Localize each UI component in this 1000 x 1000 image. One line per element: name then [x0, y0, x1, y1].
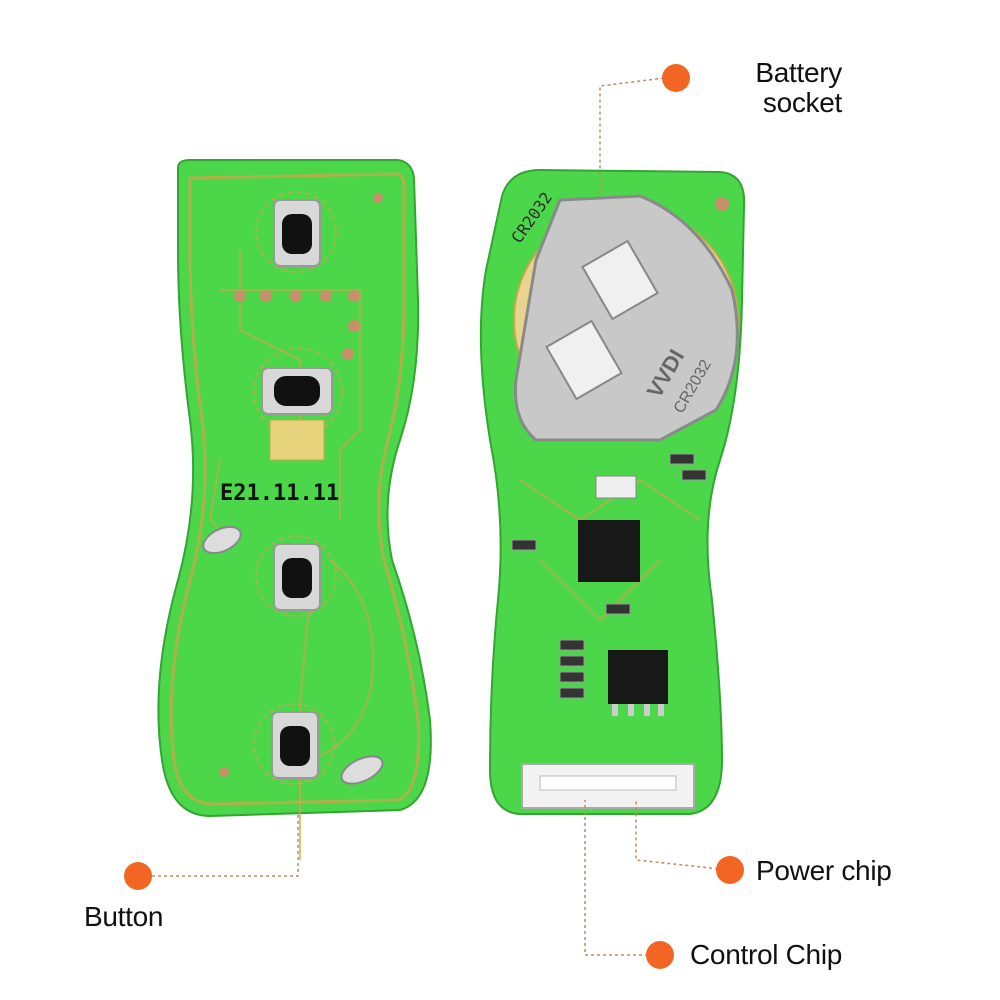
- smd-resistors: [511, 453, 707, 699]
- tactile-button-4: [271, 711, 319, 779]
- leader-lines: [152, 77, 731, 956]
- tactile-button-2: [261, 367, 333, 415]
- front-pcb-board: [157, 159, 432, 860]
- battery-socket-label-line1: Battery: [755, 57, 842, 88]
- battery-socket: VVDI CR2032: [513, 194, 739, 442]
- callout-dot-battery: [662, 64, 690, 92]
- crystal-component: [595, 475, 637, 499]
- control-chip-label: Control Chip: [690, 939, 843, 970]
- power-chip-label: Power chip: [756, 855, 892, 886]
- control-chip: [578, 520, 640, 582]
- tactile-button-3: [273, 543, 321, 611]
- contact-pad-grid: [269, 419, 325, 461]
- tactile-button-1: [273, 199, 321, 267]
- callout-dot-button: [124, 862, 152, 890]
- button-label: Button: [84, 901, 164, 932]
- spring-contact-bottom: [340, 755, 384, 785]
- date-code-text: E21.11.11: [220, 481, 339, 506]
- power-chip: [608, 650, 668, 716]
- spring-contact-left: [202, 525, 242, 555]
- connector: [521, 763, 695, 809]
- battery-socket-label-line2: socket: [762, 87, 842, 118]
- callout-dot-power: [716, 856, 744, 884]
- copper-pads: [219, 193, 383, 777]
- callout-dot-control: [646, 941, 674, 969]
- battery-socket-label: Battery socket: [732, 58, 842, 118]
